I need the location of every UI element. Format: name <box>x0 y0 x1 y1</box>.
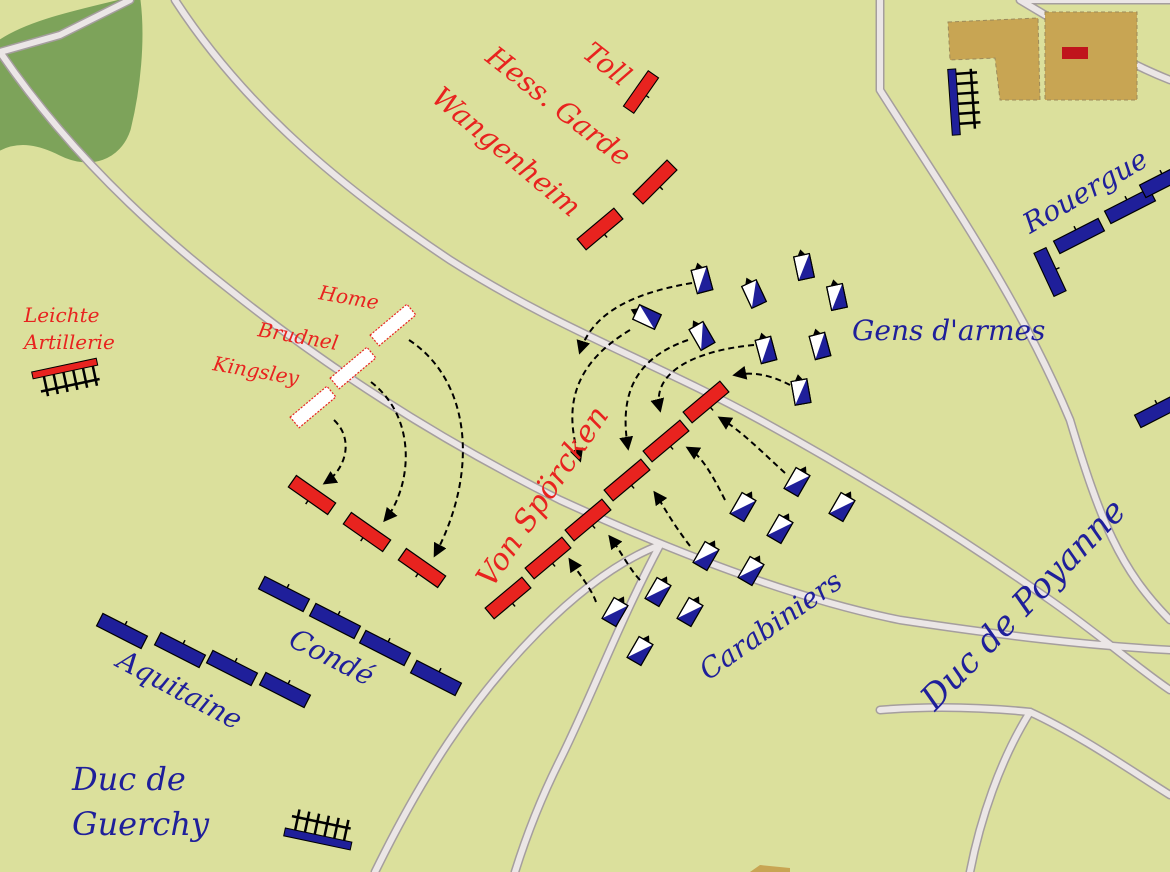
church-marker <box>1062 47 1088 59</box>
french-artillery-north <box>947 68 981 136</box>
label-artillerie: Artillerie <box>22 330 115 354</box>
allied-units <box>31 70 733 623</box>
label-duc-de: Duc de <box>71 760 186 798</box>
allied-artillery <box>31 357 100 397</box>
french-artillery-south <box>283 809 353 851</box>
village <box>750 11 1138 872</box>
label-leichte: Leichte <box>23 303 99 327</box>
label-gens-darmes: Gens d'armes <box>852 314 1045 347</box>
label-guerchy: Guerchy <box>72 805 210 843</box>
movement-arrows <box>322 282 791 603</box>
french-units <box>95 68 1170 851</box>
